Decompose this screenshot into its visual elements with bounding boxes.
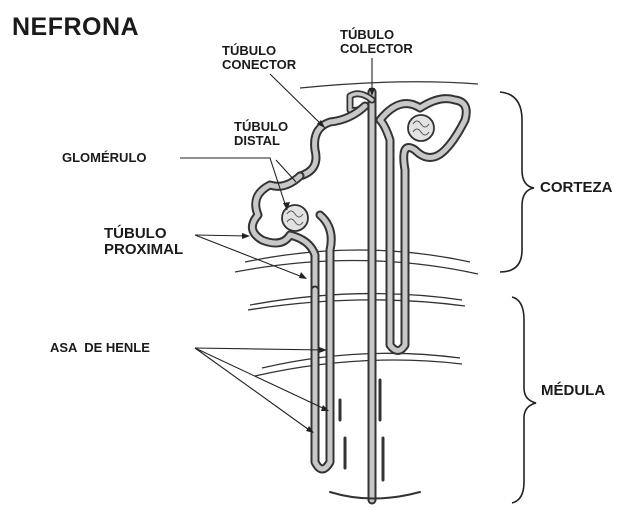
label-tubulo-distal: TÚBULO DISTAL [234,120,288,147]
arrowhead-proximal-1 [242,233,250,239]
pointer-proximal-1 [195,235,248,236]
label-corteza: CORTEZA [540,180,613,196]
cortex-top-arc [300,82,478,88]
page-title: NEFRONA [12,14,139,40]
pointer-henle-2 [195,348,327,410]
label-asa-de-henle: ASA DE HENLE [50,341,150,355]
pointer-henle-1 [195,348,325,350]
glomerulus-left-icon [282,205,308,231]
medulla-arc-2 [248,300,465,310]
label-tubulo-colector: TÚBULO COLECTOR [340,28,413,55]
label-medula: MÉDULA [541,383,605,399]
connecting-tubule-tube [300,106,365,176]
medula-brace [512,297,536,503]
arrowhead-proximal-2 [299,272,307,279]
label-glomerulo: GLOMÉRULO [62,151,147,165]
pointer-henle-3 [195,348,312,432]
label-tubulo-conector: TÚBULO CONECTOR [222,44,296,71]
medulla-arc-1 [250,294,462,305]
pointer-distal [276,160,296,182]
corteza-brace [500,92,534,272]
glomerulus-right-icon [408,115,434,141]
label-tubulo-proximal: TÚBULO PROXIMAL [104,226,183,258]
cortex-boundary-arc-2 [235,260,478,274]
